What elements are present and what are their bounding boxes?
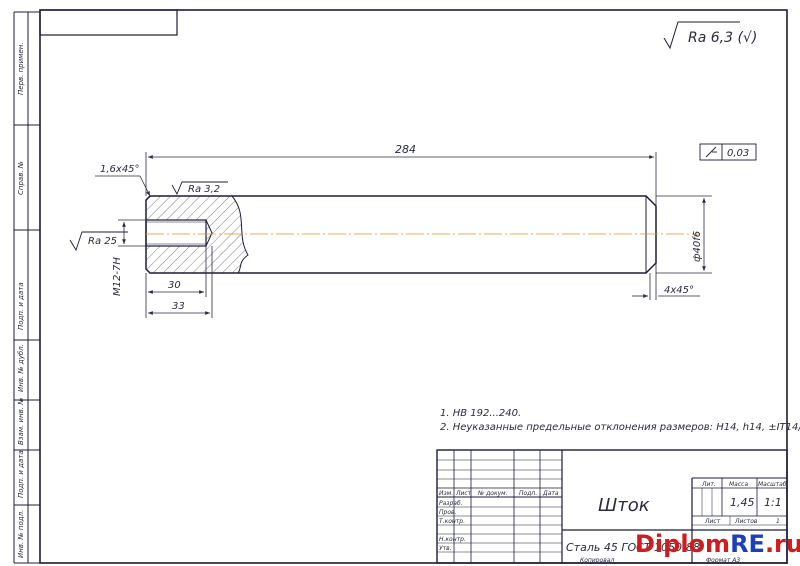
- roughness-thread-text: Ra 25: [88, 236, 117, 247]
- title-block: [436, 449, 788, 564]
- material: Сталь 45 ГОСТ 1050-88: [566, 541, 700, 554]
- row-prov: Пров.: [439, 509, 457, 516]
- col-doc: № докум.: [477, 490, 508, 497]
- dim-thread: M12-7H: [112, 219, 146, 296]
- thread-hole: [145, 219, 207, 247]
- side-label-6: Подп. и дата: [17, 450, 25, 498]
- top-left-stamp: [39, 9, 178, 36]
- col-date: Дата: [542, 490, 559, 497]
- dim-depth-33-text: 33: [172, 301, 185, 312]
- general-roughness-text: Ra 6,3 (√): [688, 30, 757, 46]
- dim-depths: 30 33: [145, 246, 213, 318]
- watermark-logo: DiplomRE.ru: [635, 530, 800, 558]
- general-roughness: Ra 6,3 (√): [663, 21, 757, 50]
- dim-thread-text: M12-7H: [112, 257, 123, 296]
- dim-length: 284: [145, 143, 657, 206]
- row-nkontr: Н.контр.: [439, 536, 466, 543]
- sheets-label: Листов: [734, 518, 758, 525]
- note-2: 2. Неуказанные предельные отклонения раз…: [440, 422, 800, 433]
- roughness-thread: Ra 25: [69, 231, 128, 252]
- side-strip: Перв. примен. Справ. № Подп. и дата Инв.…: [13, 11, 40, 564]
- logo-part-b: RE: [730, 530, 765, 558]
- format-label: Формат А3: [706, 557, 740, 564]
- col-list: Лист: [455, 490, 472, 497]
- side-label-7: Инв. № подл.: [17, 510, 25, 558]
- logo-part-a: Diplom: [635, 530, 730, 558]
- sheet-label: Лист: [704, 518, 721, 525]
- dim-chamfer-right-text: 4x45°: [664, 285, 694, 296]
- side-label-1: Перв. примен.: [17, 42, 25, 95]
- row-tkontr: Т.контр.: [439, 518, 465, 525]
- dim-diameter-text: ф40f6: [692, 231, 703, 262]
- copied-label: Копировал: [580, 557, 614, 564]
- dim-length-text: 284: [395, 143, 416, 156]
- col-izm: Изм.: [439, 490, 453, 497]
- mass-value: 1,45: [730, 496, 755, 509]
- lit-label: Лит.: [701, 481, 716, 488]
- rod-part: [145, 195, 700, 274]
- mass-label: Масса: [729, 481, 748, 488]
- row-utv: Утв.: [439, 545, 452, 552]
- part-name: Шток: [598, 495, 650, 516]
- dim-chamfer-right: 4x45°: [632, 263, 700, 300]
- note-1: 1. НВ 192...240.: [440, 408, 521, 419]
- side-label-5: Взам. инв. №: [17, 397, 25, 445]
- col-sign: Подп.: [519, 490, 537, 497]
- scale-label: Масштаб: [758, 481, 787, 488]
- roughness-face: Ra 3,2: [171, 181, 228, 196]
- sheets-value: 1: [776, 518, 780, 525]
- side-label-4: Инв. № дубл.: [17, 344, 25, 392]
- logo-part-c: .ru: [765, 530, 800, 558]
- dim-depth-30-text: 30: [168, 280, 181, 291]
- runout-value-text: 0,03: [727, 148, 749, 159]
- dim-chamfer-left: 1,6x45°: [95, 164, 151, 197]
- dim-chamfer-left-text: 1,6x45°: [100, 164, 140, 175]
- sheet-frame: [39, 9, 788, 564]
- side-label-3: Подп. и дата: [17, 282, 25, 330]
- runout-tolerance: 0,03: [699, 143, 757, 161]
- dim-diameter: ф40f6: [656, 195, 712, 274]
- roughness-face-text: Ra 3,2: [188, 184, 220, 195]
- scale-value: 1:1: [764, 496, 782, 509]
- row-razrab: Разраб.: [439, 500, 463, 507]
- side-label-2: Справ. №: [17, 161, 25, 195]
